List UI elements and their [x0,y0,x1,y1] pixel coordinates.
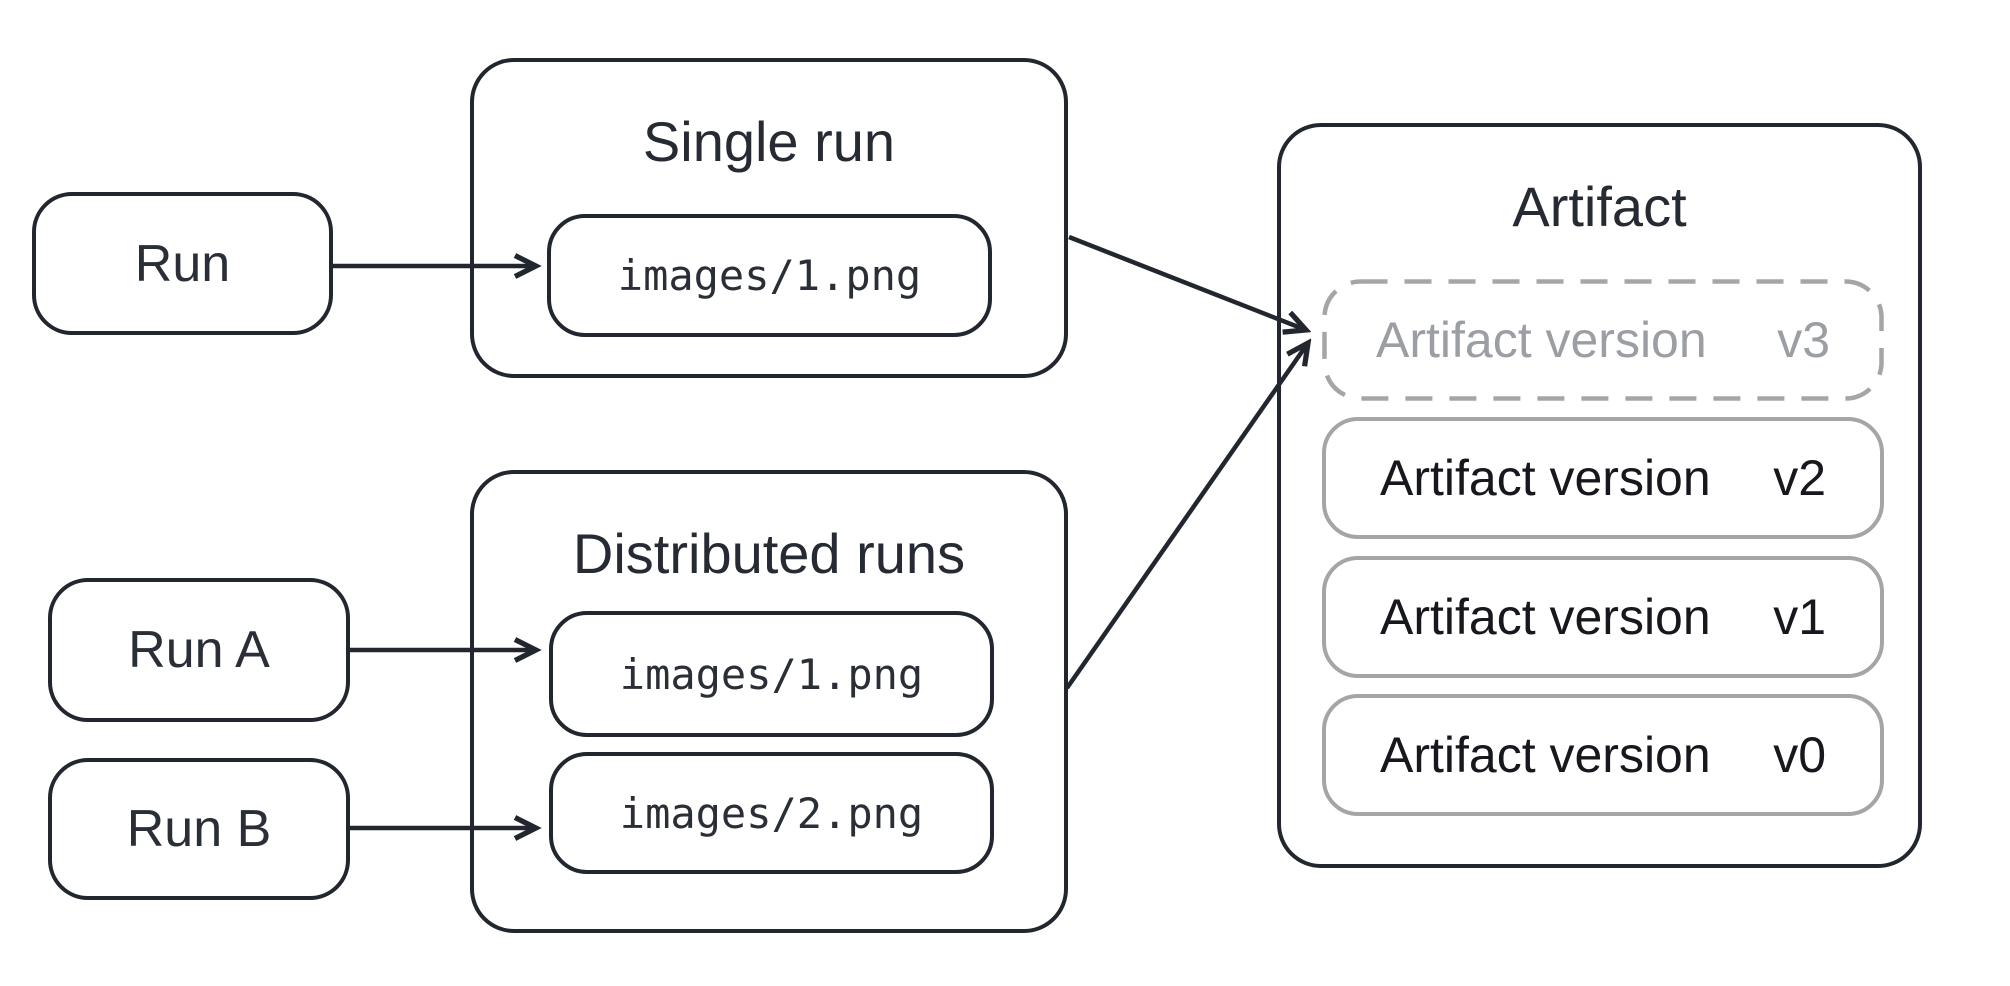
artifact-version-row-v0: Artifact version v0 [1322,694,1884,816]
artifact-group: Artifact Artifact version v3 Artifact ve… [1277,123,1922,868]
edge-distributed-runs-to-v3 [1065,343,1308,690]
artifact-version-row-v3: Artifact version v3 [1322,279,1884,401]
single-run-file-box: images/1.png [547,214,992,337]
single-run-file-label: images/1.png [617,251,922,300]
distributed-runs-file-box-2: images/2.png [549,752,994,874]
artifact-version-label: Artifact version [1380,589,1711,645]
artifact-version-label: Artifact version [1380,450,1711,506]
single-run-title: Single run [642,110,896,173]
artifact-version-tag: v3 [1777,312,1830,368]
run-b-node-label: Run B [126,800,272,858]
run-a-node-label: Run A [128,621,270,679]
run-node-label: Run [134,234,231,293]
run-node: Run [32,192,333,335]
artifact-version-row-v2: Artifact version v2 [1322,417,1884,539]
distributed-runs-file-box-1: images/1.png [549,611,994,737]
artifact-version-row-v1: Artifact version v1 [1322,556,1884,678]
artifact-version-tag: v2 [1773,450,1826,506]
artifact-version-tag: v0 [1773,727,1826,783]
distributed-runs-file-1-label: images/1.png [619,649,924,699]
run-b-node: Run B [48,758,350,900]
single-run-group: Single run images/1.png [470,58,1068,378]
artifact-title: Artifact [1512,175,1687,238]
run-a-node: Run A [48,578,350,722]
edge-single-run-to-v3 [1068,234,1306,330]
artifact-version-label: Artifact version [1376,312,1707,368]
distributed-runs-file-2-label: images/2.png [619,788,924,838]
distributed-runs-title: Distributed runs [572,522,966,585]
artifact-version-tag: v1 [1773,589,1826,645]
artifact-version-label: Artifact version [1380,727,1711,783]
distributed-runs-group: Distributed runs images/1.png images/2.p… [470,470,1068,933]
